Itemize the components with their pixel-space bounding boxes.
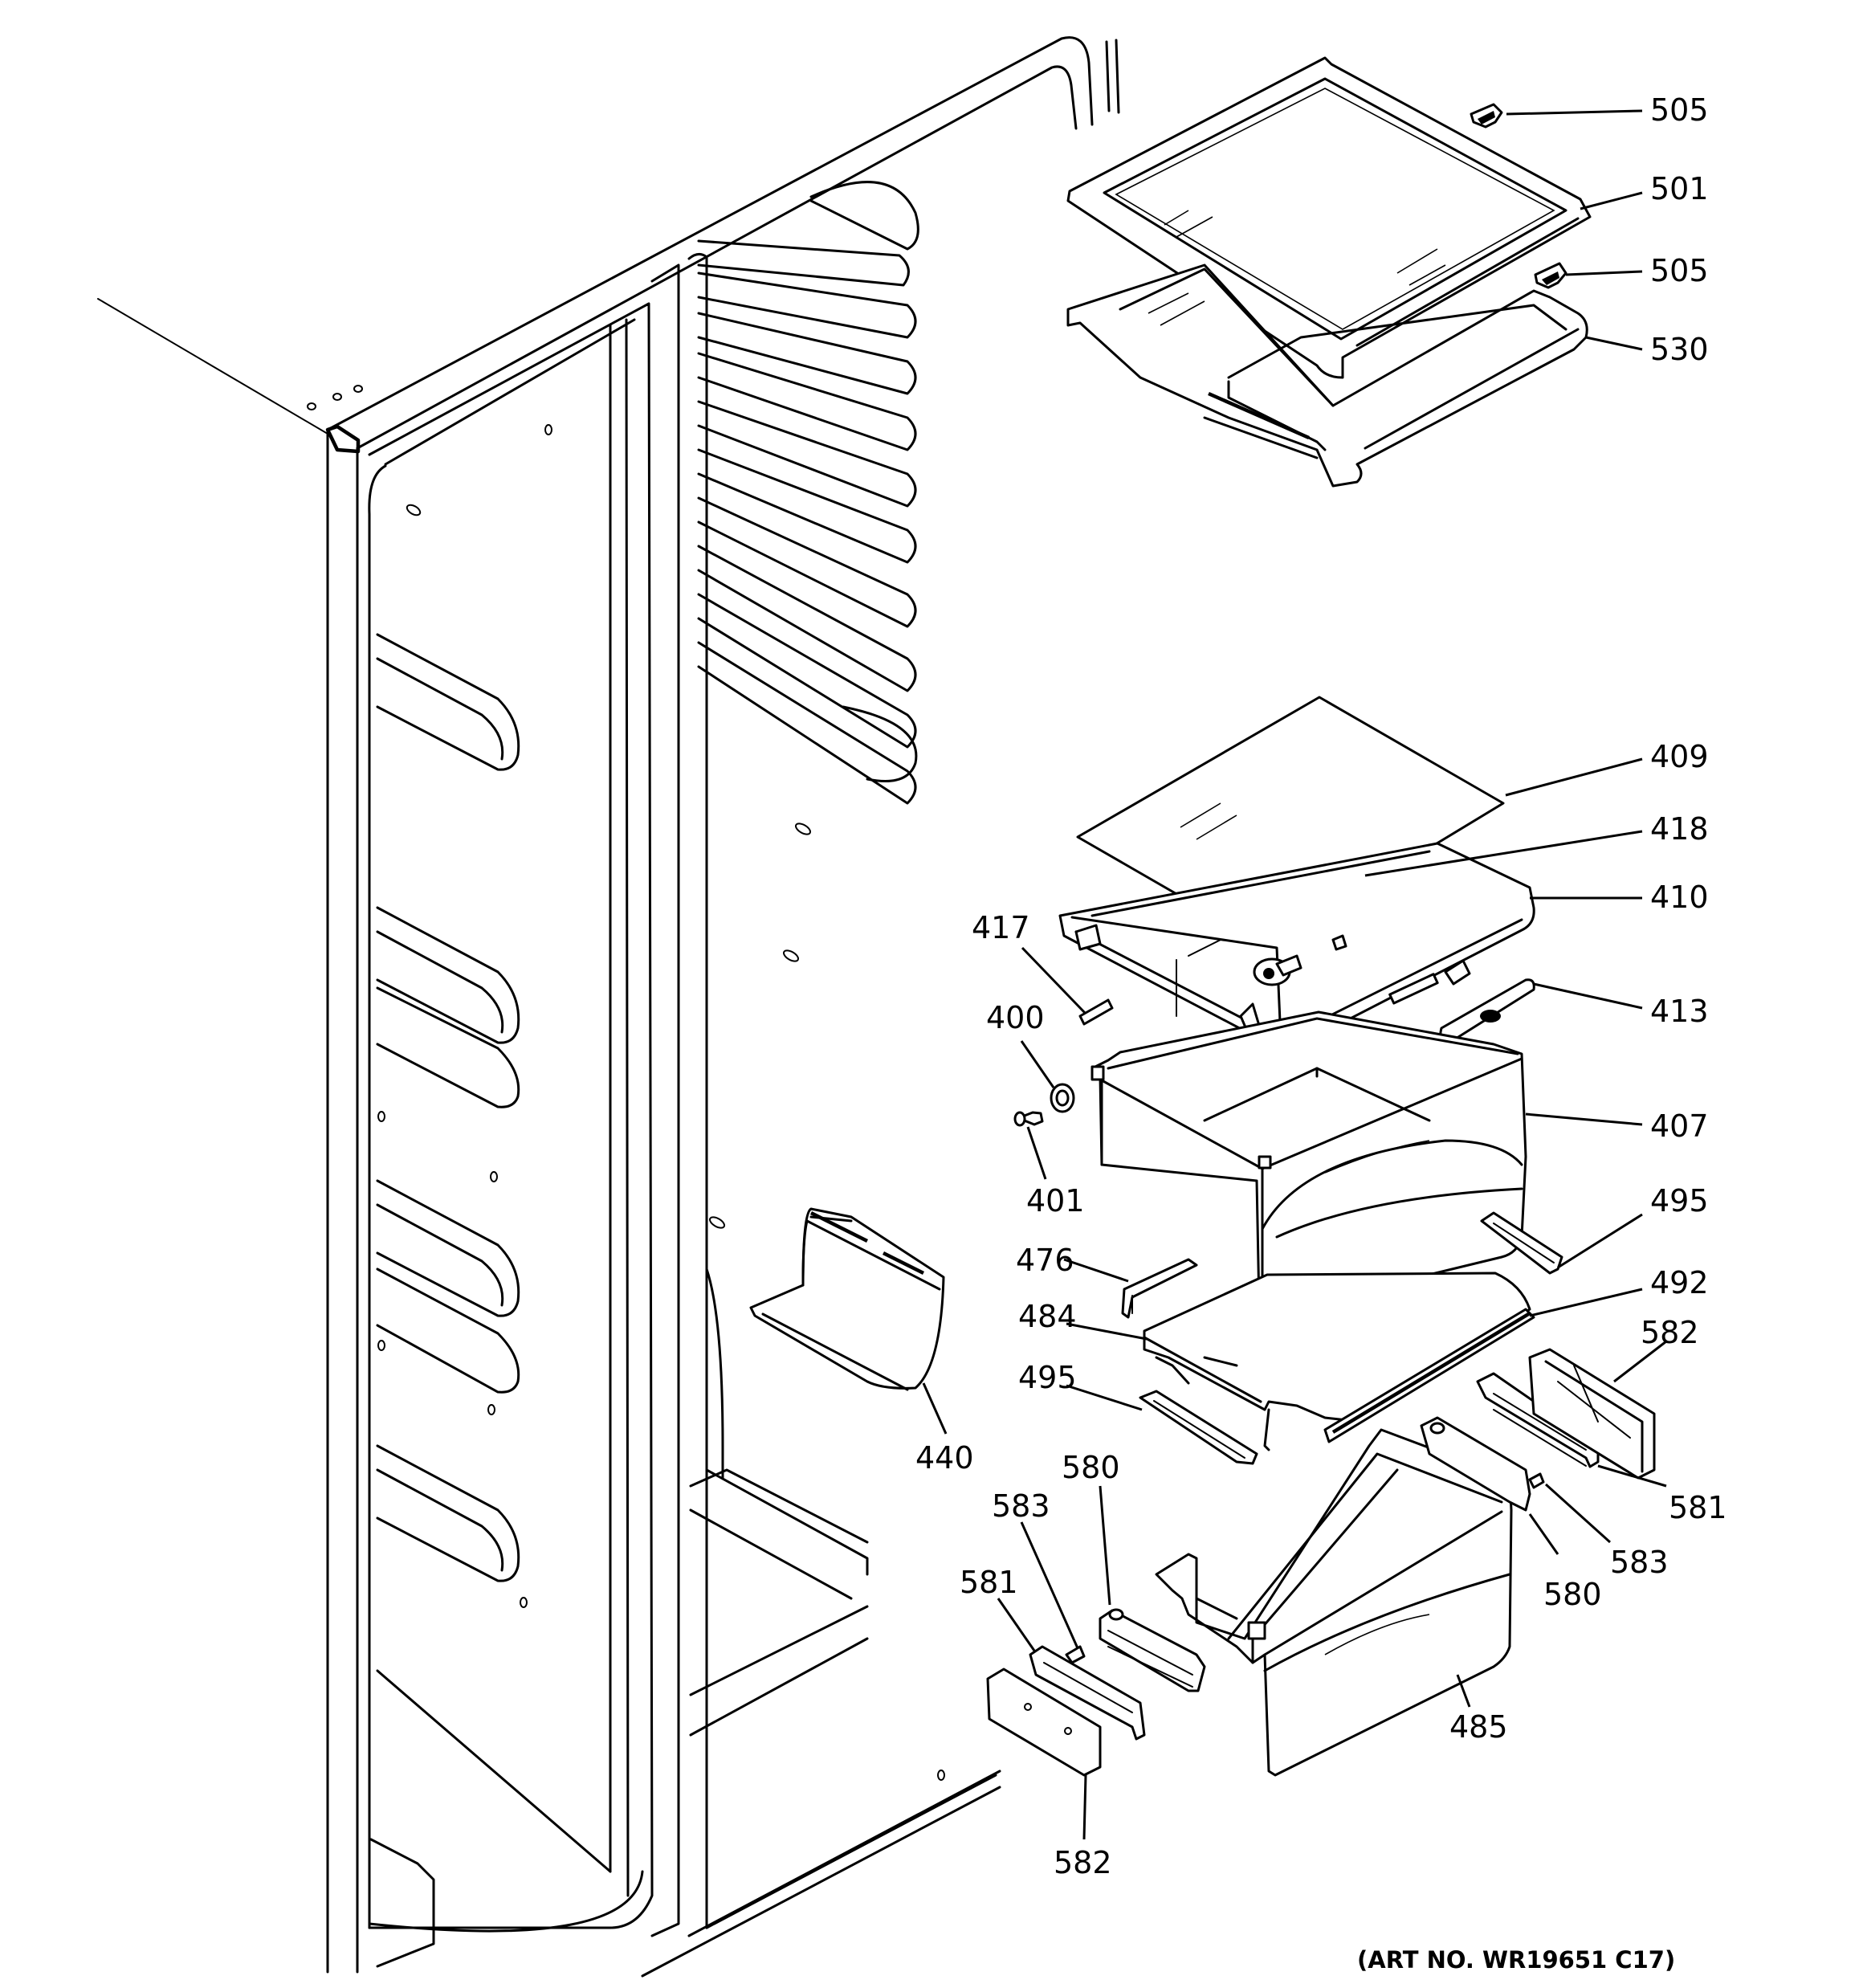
callout-583-right: 583 xyxy=(1610,1545,1669,1580)
callout-505-upper: 505 xyxy=(1650,92,1709,128)
callout-581-left: 581 xyxy=(960,1565,1018,1600)
callout-582-left: 582 xyxy=(1054,1845,1112,1880)
crisper-pan-407 xyxy=(1090,1010,1527,1313)
roller-shaft-413 xyxy=(1439,959,1535,1044)
callout-485: 485 xyxy=(1449,1709,1508,1745)
liner-shelf-holes xyxy=(377,424,945,1781)
callout-580-left: 580 xyxy=(1062,1450,1120,1485)
screw-583-right xyxy=(1528,1472,1545,1489)
callout-484: 484 xyxy=(1018,1299,1077,1334)
bracket-580-right xyxy=(1420,1416,1531,1512)
callout-417: 417 xyxy=(972,910,1030,945)
slide-rail-476 xyxy=(1121,1258,1198,1319)
callout-413: 413 xyxy=(1650,994,1709,1029)
callout-418: 418 xyxy=(1650,811,1709,847)
art-number: (ART NO. WR19651 C17) xyxy=(1357,1946,1675,1974)
pan-support-bar-417 xyxy=(1078,998,1114,1026)
slide-rail-495-upper xyxy=(1480,1211,1563,1275)
callout-410: 410 xyxy=(1650,880,1709,915)
callout-400: 400 xyxy=(986,1000,1045,1035)
pan-guide-581-right xyxy=(1476,1372,1600,1468)
bin-440 xyxy=(749,1207,945,1391)
end-cap-582-right xyxy=(1528,1348,1656,1480)
pan-roller-400 xyxy=(1050,1083,1075,1113)
fresh-food-shelf-rails xyxy=(697,181,919,805)
screw-583-left xyxy=(1065,1645,1086,1664)
refrigerator-cabinet xyxy=(97,36,1120,1978)
freezer-shelf-rails xyxy=(376,633,520,1582)
callout-495-upper: 495 xyxy=(1650,1183,1709,1219)
callout-492: 492 xyxy=(1650,1265,1709,1300)
slide-rail-495-lower xyxy=(1139,1390,1258,1465)
deli-pan-485 xyxy=(1155,1428,1513,1777)
callout-495-lower: 495 xyxy=(1018,1360,1077,1395)
callout-476: 476 xyxy=(1016,1243,1074,1278)
callout-580-right: 580 xyxy=(1543,1577,1602,1612)
shelf-clip-505-lower xyxy=(1534,262,1567,289)
roller-screw-401 xyxy=(1013,1111,1044,1127)
callout-582-right: 582 xyxy=(1641,1315,1699,1350)
callout-labels: 505 501 505 530 409 418 410 417 413 400 … xyxy=(915,92,1727,1880)
callout-501: 501 xyxy=(1650,171,1709,206)
top-shelf-frame-530 xyxy=(1066,263,1588,488)
end-cap-582-left xyxy=(986,1668,1102,1777)
callout-401: 401 xyxy=(1026,1183,1085,1219)
shelf-clip-505-upper xyxy=(1470,103,1503,129)
callout-505-lower: 505 xyxy=(1650,253,1709,288)
cabinet-screw-holes xyxy=(307,385,363,410)
pan-cover-484 xyxy=(1143,1272,1531,1451)
bracket-580-left xyxy=(1099,1608,1206,1692)
leader-lines xyxy=(922,109,1667,1840)
callout-581-right: 581 xyxy=(1669,1490,1727,1525)
callout-440: 440 xyxy=(915,1440,974,1476)
callout-583-left: 583 xyxy=(992,1488,1050,1524)
rail-492 xyxy=(1323,1308,1535,1443)
callout-530: 530 xyxy=(1650,332,1709,367)
callout-407: 407 xyxy=(1650,1108,1709,1144)
callout-409: 409 xyxy=(1650,739,1709,774)
pan-guide-581-left xyxy=(1029,1645,1146,1741)
